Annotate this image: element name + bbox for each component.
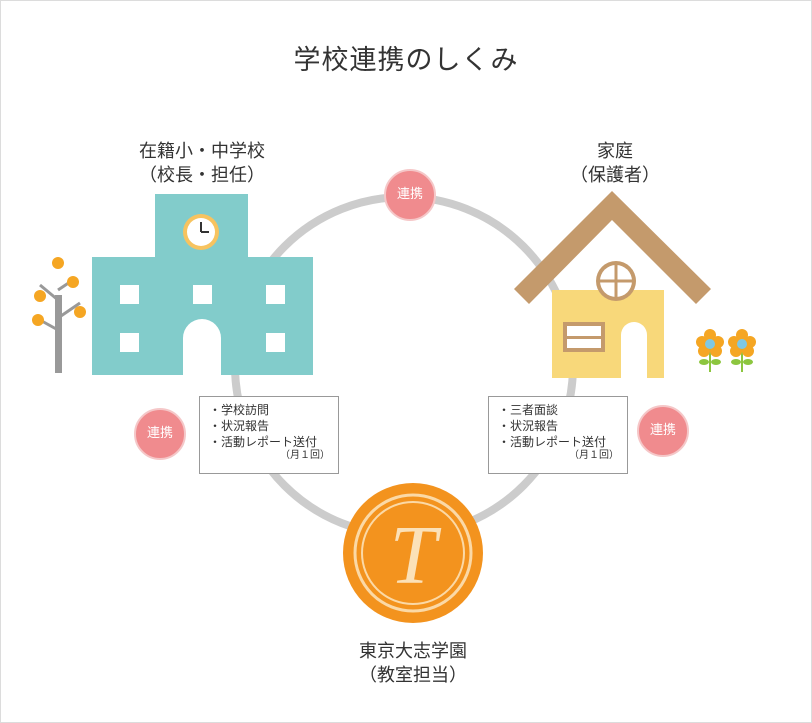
home-activities-box: ・三者面談 ・状況報告 ・活動レポート送付 （月１回） — [488, 396, 628, 474]
list-item: ・状況報告 — [498, 419, 559, 433]
list-item: ・三者面談 — [498, 403, 559, 417]
school-label: 在籍小・中学校 （校長・担任） — [112, 140, 292, 188]
page-title: 学校連携のしくみ — [293, 45, 519, 76]
badge-right: 連携 — [637, 405, 689, 457]
house-icon — [514, 191, 711, 378]
cram-role: （教室担当） — [359, 665, 467, 686]
list-item: ・活動レポート送付 — [209, 435, 318, 449]
home-name: 家庭 — [597, 141, 633, 162]
flowers-icon — [696, 329, 756, 372]
school-building-icon — [92, 194, 313, 375]
school-role: （校長・担任） — [139, 165, 265, 186]
badge-left: 連携 — [134, 408, 186, 460]
home-label: 家庭 （保護者） — [555, 140, 675, 188]
logo-letter: T — [390, 509, 442, 602]
cram-name: 東京大志学園 — [359, 641, 467, 662]
badge-top: 連携 — [384, 169, 436, 221]
list-item: ・活動レポート送付 — [498, 435, 607, 449]
home-role: （保護者） — [570, 165, 660, 186]
frequency-note: （月１回） — [280, 450, 330, 461]
school-activities-box: ・学校訪問 ・状況報告 ・活動レポート送付 （月１回） — [199, 396, 339, 474]
cram-school-logo: T — [343, 483, 483, 623]
school-name: 在籍小・中学校 — [139, 141, 265, 162]
list-item: ・学校訪問 — [209, 403, 270, 417]
tree-icon — [32, 257, 86, 373]
list-item: ・状況報告 — [209, 419, 270, 433]
frequency-note: （月１回） — [569, 450, 619, 461]
cram-label: 東京大志学園 （教室担当） — [323, 640, 503, 688]
